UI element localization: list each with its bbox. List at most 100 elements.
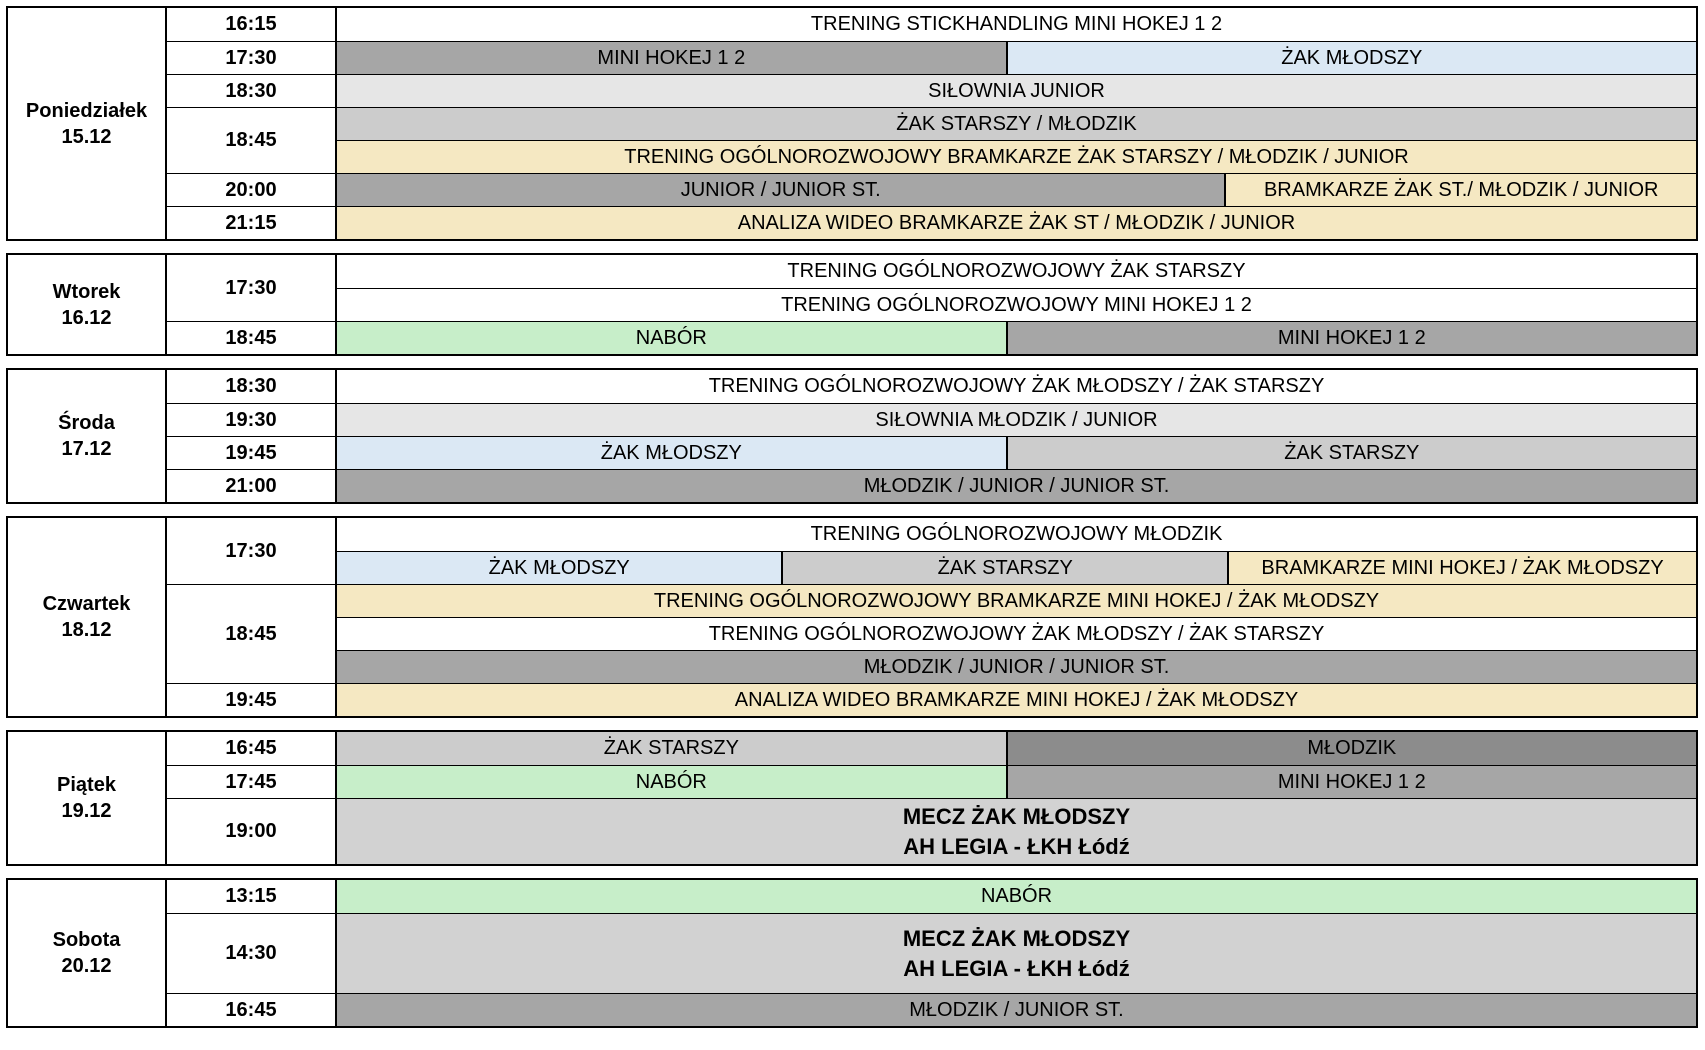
time-cell: 18:30 [225, 375, 277, 397]
time-cell: 18:30 [167, 74, 335, 107]
schedule-row: TRENING OGÓLNOROZWOJOWY BRAMKARZE ŻAK ST… [337, 140, 1696, 173]
schedule-cell: ŻAK MŁODSZY [337, 552, 782, 584]
schedule-rows: NABÓR MECZ ŻAK MŁODSZY AH LEGIA - ŁKH Łódź… [337, 880, 1696, 1026]
day-date-label: 16.12 [61, 306, 112, 329]
day-name-label: Poniedziałek [25, 99, 148, 122]
day-name-label: Wtorek [52, 280, 121, 303]
schedule-cell: ŻAK STARSZY [337, 732, 1006, 765]
time-cell: 21:00 [167, 469, 335, 502]
schedule-cell: MŁODZIK / JUNIOR ST. [337, 994, 1696, 1026]
time-cell: 17:30 [225, 539, 277, 562]
schedule-cell: MŁODZIK [1005, 732, 1696, 765]
schedule-cell: TRENING OGÓLNOROZWOJOWY BRAMKARZE ŻAK ST… [337, 141, 1696, 173]
schedule-cell: TRENING OGÓLNOROZWOJOWY MINI HOKEJ 1 2 [337, 289, 1696, 321]
day-name-label: Sobota [52, 929, 121, 951]
schedule-cell: SIŁOWNIA JUNIOR [337, 75, 1696, 107]
day-name-label: Czwartek [42, 593, 131, 615]
day-date-label: 17.12 [61, 438, 112, 460]
schedule-cell-line: MECZ ŻAK MŁODSZY [902, 925, 1131, 951]
schedule-cell: ANALIZA WIDEO BRAMKARZE ŻAK ST / MŁODZIK… [337, 207, 1696, 239]
schedule-row: JUNIOR / JUNIOR ST.BRAMKARZE ŻAK ST./ MŁ… [337, 173, 1696, 206]
schedule-row: TRENING OGÓLNOROZWOJOWY ŻAK MŁODSZY / ŻA… [337, 370, 1696, 403]
schedule-cell: JUNIOR / JUNIOR ST. [337, 174, 1225, 206]
schedule-row: MŁODZIK / JUNIOR / JUNIOR ST. [337, 469, 1696, 502]
schedule-cell: TRENING OGÓLNOROZWOJOWY ŻAK STARSZY [337, 255, 1696, 288]
time-cell: 18:45 [167, 107, 335, 173]
day-header-cell: Środa 17.12 [8, 370, 167, 502]
schedule-cell: MECZ ŻAK MŁODSZY AH LEGIA - ŁKH Łódź [337, 914, 1696, 993]
time-cell: 18:45 [167, 584, 335, 683]
schedule-cell-line: MECZ ŻAK MŁODSZY [902, 803, 1131, 829]
time-cell: 19:00 [167, 798, 335, 864]
time-cell: 16:15 [225, 13, 277, 35]
schedule-cell: TRENING OGÓLNOROZWOJOWY ŻAK MŁODSZY / ŻA… [337, 618, 1696, 650]
time-cell: 14:30 [167, 913, 335, 993]
time-cell: 17:30 [225, 276, 277, 299]
schedule-rows: TRENING OGÓLNOROZWOJOWY ŻAK MŁODSZY / ŻA… [337, 370, 1696, 502]
schedule-cell: ŻAK STARSZY [781, 552, 1228, 584]
day-name-label: Środa [58, 412, 115, 434]
schedule-row: MŁODZIK / JUNIOR ST. [337, 993, 1696, 1026]
day-name-label: Piątek [57, 774, 116, 796]
schedule-cell: ANALIZA WIDEO BRAMKARZE MINI HOKEJ / ŻAK… [337, 684, 1696, 716]
schedule-cell: TRENING STICKHANDLING MINI HOKEJ 1 2 [337, 8, 1696, 41]
time-cell: 18:45 [167, 321, 335, 354]
time-cell: 19:45 [167, 436, 335, 469]
schedule-row: NABÓR [337, 880, 1696, 913]
schedule-cell: NABÓR [337, 766, 1006, 798]
schedule-row: TRENING OGÓLNOROZWOJOWY ŻAK STARSZY [337, 255, 1696, 288]
schedule-cell-line: AH LEGIA - ŁKH Łódź [903, 955, 1130, 981]
schedule-cell: TRENING OGÓLNOROZWOJOWY MŁODZIK [337, 518, 1696, 551]
day-header-cell: Poniedziałek 15.12 [8, 8, 167, 239]
time-cell: 19:45 [167, 683, 335, 716]
time-cell: 20:00 [167, 173, 335, 206]
schedule-cell: ŻAK STARSZY [1005, 437, 1696, 469]
schedule-cell: TRENING OGÓLNOROZWOJOWY BRAMKARZE MINI H… [337, 585, 1696, 617]
schedule-cell: MINI HOKEJ 1 2 [337, 42, 1006, 74]
schedule-cell: ŻAK MŁODSZY [1005, 42, 1696, 74]
schedule-cell: NABÓR [337, 322, 1006, 354]
day-header-cell: Piątek 19.12 [8, 732, 167, 864]
schedule-row: TRENING OGÓLNOROZWOJOWY ŻAK MŁODSZY / ŻA… [337, 617, 1696, 650]
schedule-cell: BRAMKARZE ŻAK ST./ MŁODZIK / JUNIOR [1224, 174, 1696, 206]
schedule-row: TRENING OGÓLNOROZWOJOWY BRAMKARZE MINI H… [337, 584, 1696, 617]
time-cell: 19:30 [167, 403, 335, 436]
schedule-row: SIŁOWNIA JUNIOR [337, 74, 1696, 107]
day-date-label: 19.12 [61, 800, 112, 822]
schedule-row: ŻAK STARSZY / MŁODZIK [337, 107, 1696, 140]
time-cell: 16:45 [225, 737, 277, 759]
schedule-row: MECZ ŻAK MŁODSZY AH LEGIA - ŁKH Łódź [337, 913, 1696, 993]
day-date-label: 15.12 [61, 125, 112, 148]
schedule-cell: TRENING OGÓLNOROZWOJOWY ŻAK MŁODSZY / ŻA… [337, 370, 1696, 403]
time-cell: 16:45 [167, 993, 335, 1026]
schedule-cell: ŻAK MŁODSZY [337, 437, 1006, 469]
schedule-cell-line: AH LEGIA - ŁKH Łódź [903, 833, 1130, 859]
schedule-row: SIŁOWNIA MŁODZIK / JUNIOR [337, 403, 1696, 436]
schedule-row: ANALIZA WIDEO BRAMKARZE ŻAK ST / MŁODZIK… [337, 206, 1696, 239]
schedule-cell: MINI HOKEJ 1 2 [1005, 766, 1696, 798]
schedule-row: TRENING OGÓLNOROZWOJOWY MŁODZIK [337, 518, 1696, 551]
